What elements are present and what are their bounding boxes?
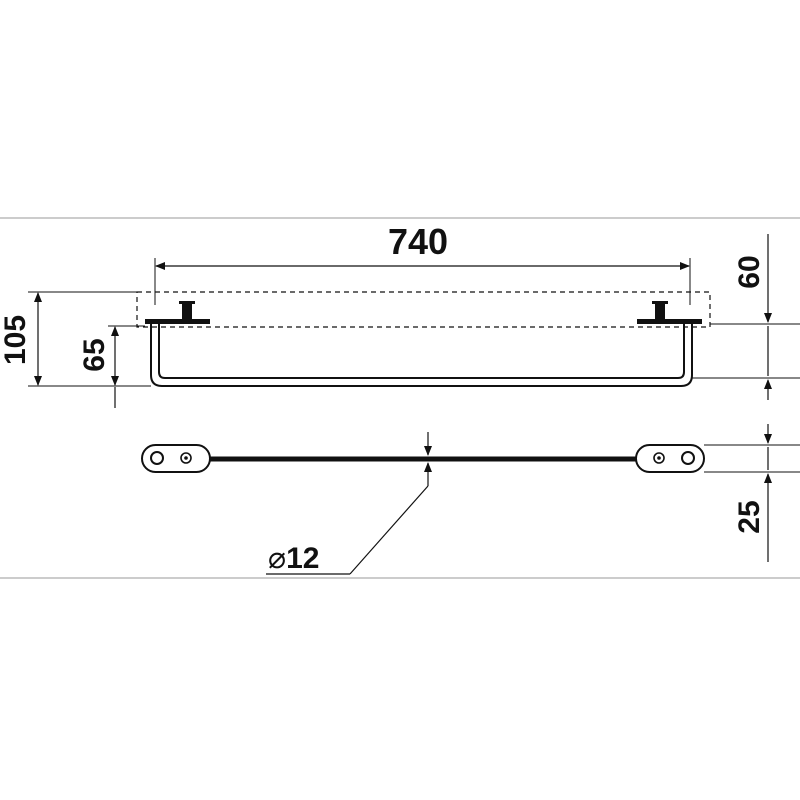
- width-dimension-label: 740: [388, 221, 448, 262]
- bracket-depth-label: 25: [733, 500, 766, 533]
- towel-bar-inner: [158, 324, 685, 379]
- bracket-depth-dimension: 25: [704, 424, 800, 562]
- diameter-label: ⌀12: [268, 542, 319, 575]
- bar-height-label: 65: [78, 338, 111, 371]
- left-bracket-screw: [180, 452, 192, 464]
- towel-bar-outer: [150, 324, 693, 387]
- diameter-leader: [349, 485, 429, 575]
- width-dimension: 740: [154, 221, 691, 305]
- wall-offset-dimension: 60: [692, 234, 800, 400]
- bar-height-dimension: 65: [78, 325, 145, 408]
- diameter-symbol: ⌀: [268, 542, 286, 575]
- right-mount-screw-head: [652, 301, 668, 304]
- diameter-value: 12: [286, 542, 319, 575]
- right-wall-plate: [637, 319, 702, 324]
- left-mount-post: [182, 301, 192, 320]
- left-bracket-outline: [141, 444, 211, 473]
- top-view: [141, 444, 705, 473]
- envelope-dashed-outline: [136, 291, 711, 328]
- right-bracket-slot: [681, 451, 695, 465]
- right-mount-post: [655, 301, 665, 320]
- total-height-dimension: 105: [0, 291, 151, 387]
- left-mount-screw-head: [179, 301, 195, 304]
- wall-offset-label: 60: [733, 255, 766, 288]
- left-bracket-screw-center: [184, 456, 188, 460]
- right-bracket-screw: [653, 452, 665, 464]
- left-bracket-slot: [150, 451, 164, 465]
- diameter-dimension: ⌀12: [266, 432, 432, 575]
- left-wall-plate: [145, 319, 210, 324]
- right-bracket-screw-center: [657, 456, 661, 460]
- total-height-label: 105: [0, 315, 32, 365]
- front-view: [136, 291, 711, 387]
